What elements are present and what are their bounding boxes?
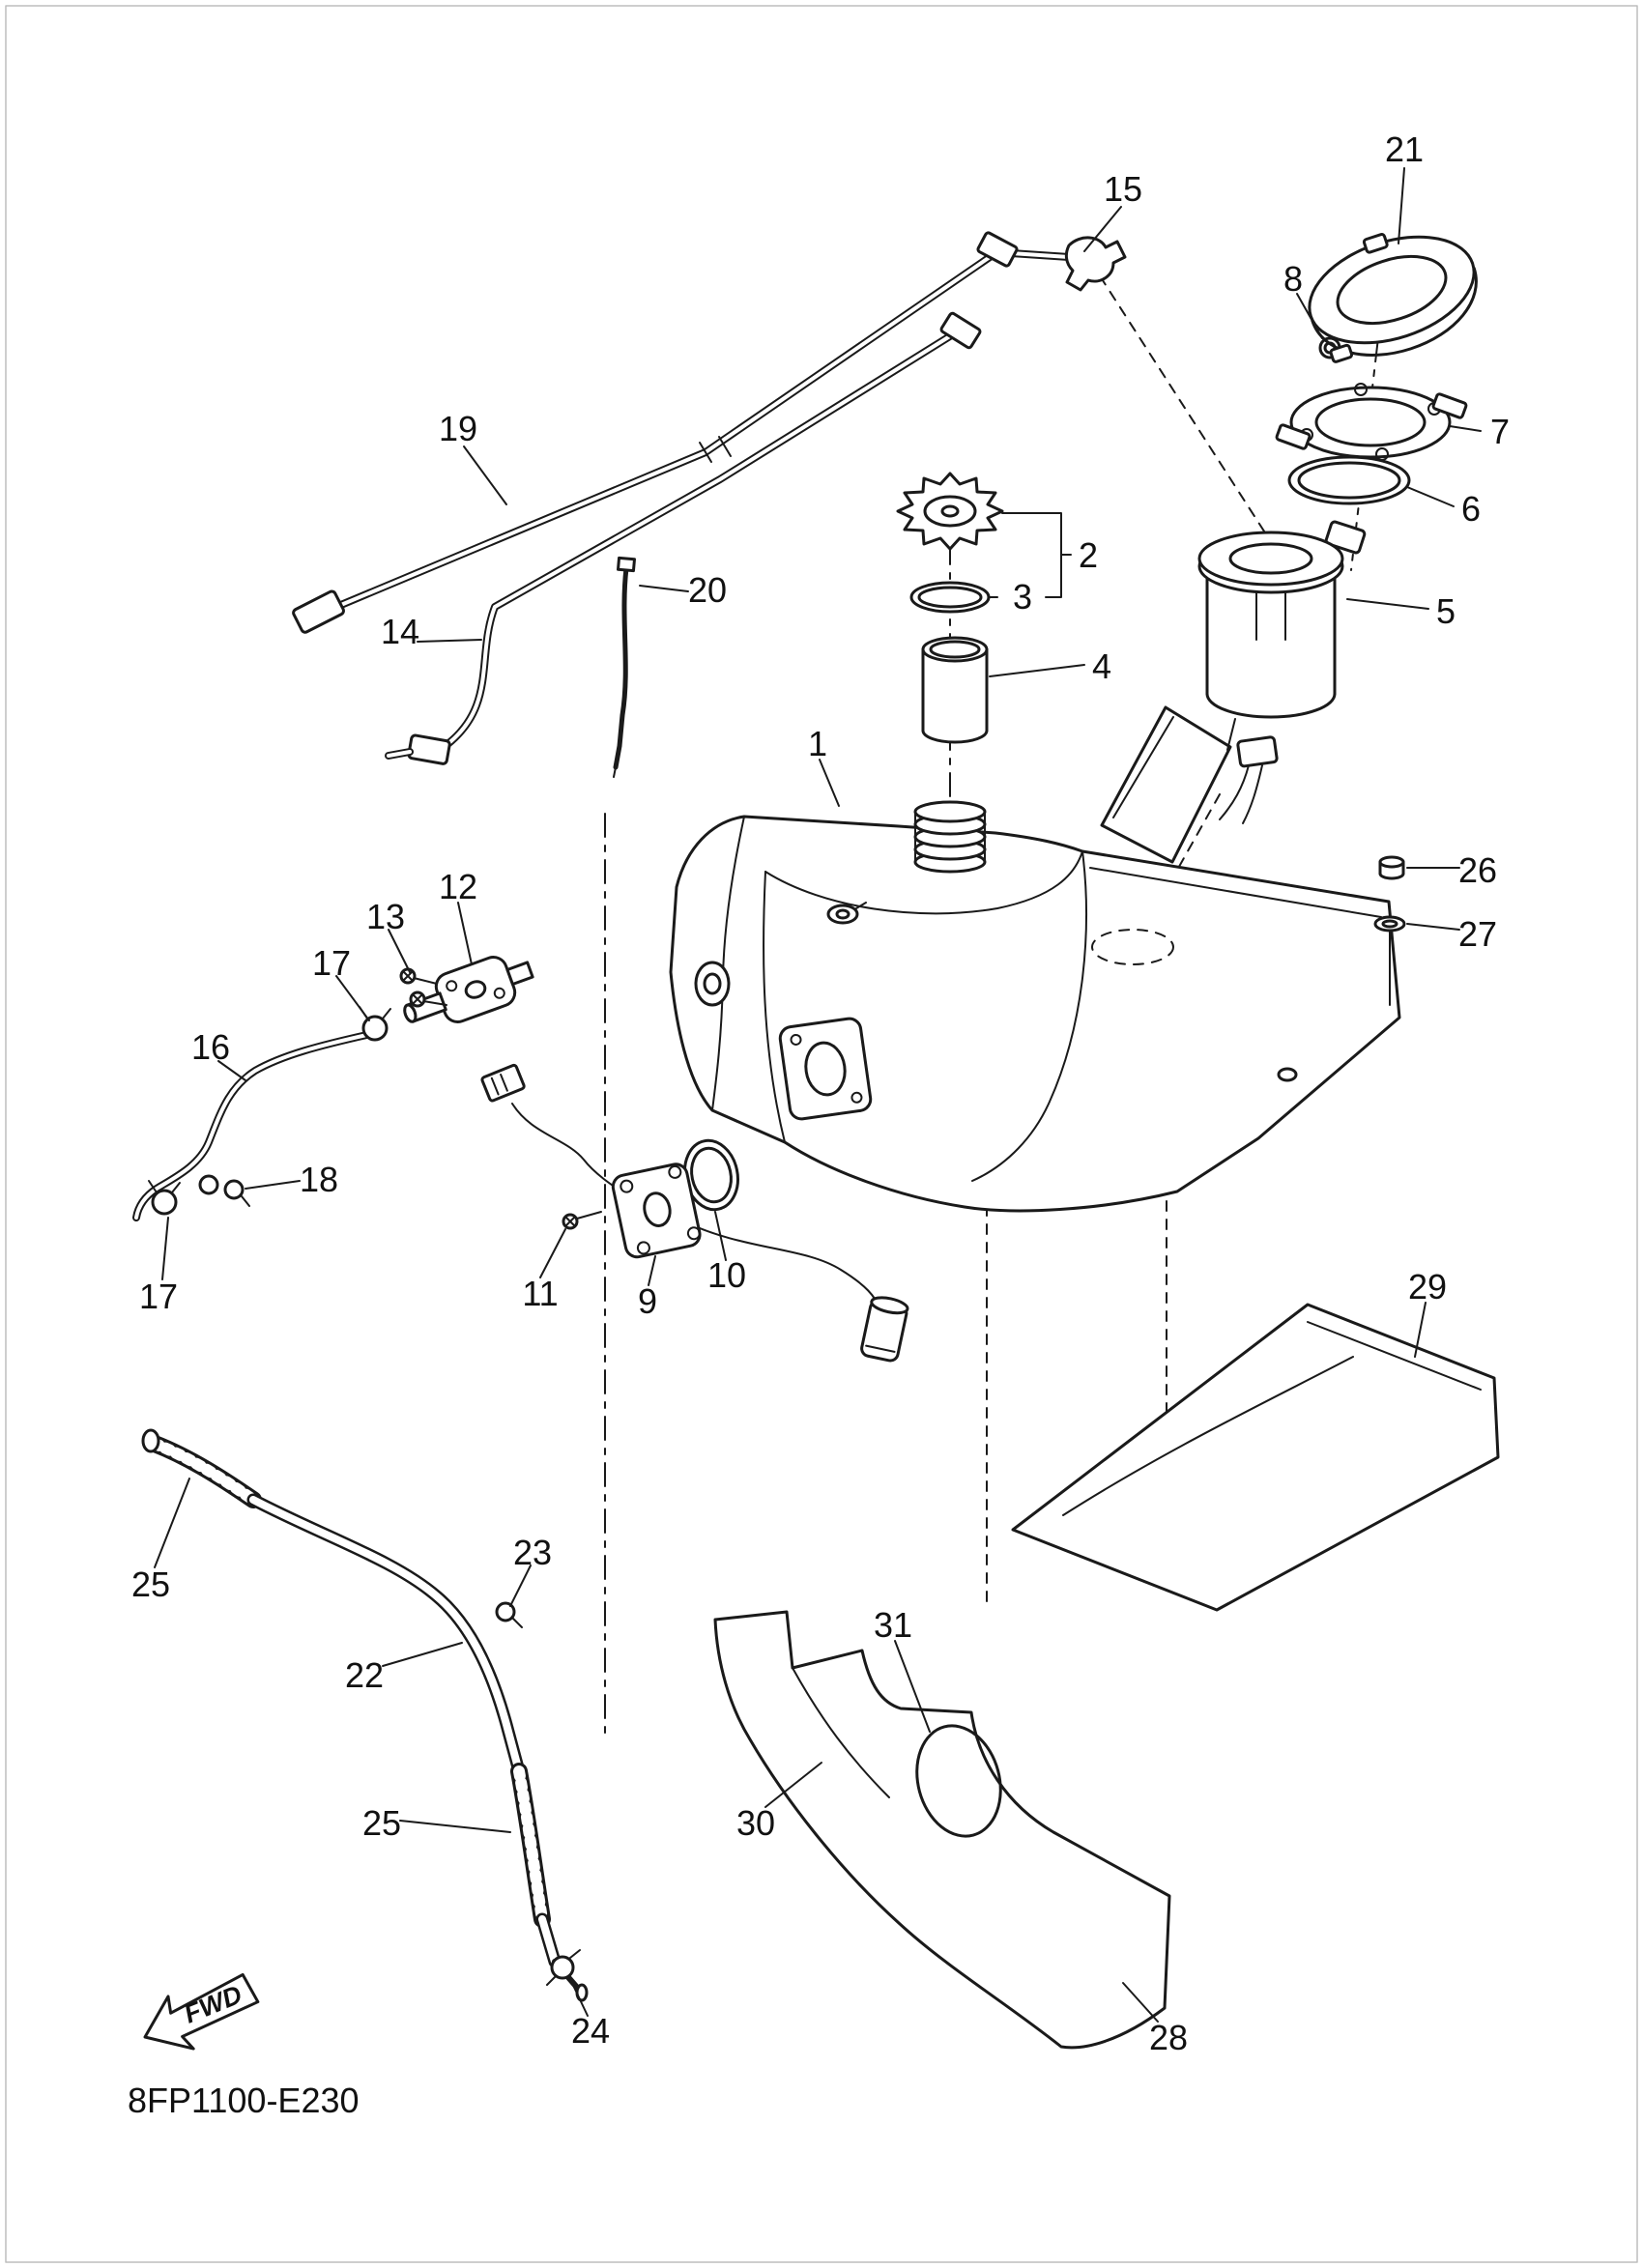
callout-7: 7 — [1490, 412, 1510, 451]
sender-gasket — [683, 1138, 739, 1212]
callout-18: 18 — [300, 1160, 338, 1199]
sender-screw — [562, 1211, 602, 1230]
callout-6: 6 — [1461, 489, 1481, 529]
callout-1: 1 — [808, 724, 827, 763]
filler-collar — [921, 636, 989, 744]
fuel-hose-upper — [292, 231, 1073, 634]
fuel-pump-assembly — [1100, 520, 1367, 864]
callout-25-upper: 25 — [131, 1565, 170, 1604]
part-code: 8FP1100-E230 — [128, 2081, 360, 2120]
callout-10: 10 — [707, 1255, 746, 1295]
callout-23: 23 — [513, 1533, 552, 1572]
drain-hose — [141, 1428, 589, 2002]
fuel-hose-lower — [385, 311, 982, 765]
callout-labels: 21 15 8 19 7 6 2 3 20 14 5 4 1 26 27 12 … — [131, 129, 1510, 2057]
pump-gasket — [1287, 455, 1411, 505]
callout-17-upper: 17 — [312, 943, 351, 983]
callout-15: 15 — [1104, 169, 1142, 209]
fuel-tank — [669, 800, 1401, 1213]
retainer-ring — [1308, 233, 1478, 363]
hose-holder-clip — [198, 1174, 250, 1207]
float-unit — [860, 1296, 909, 1363]
hose-clamp-end — [546, 1949, 581, 1986]
sender-wiring — [480, 1063, 909, 1363]
pump-opening-dashed — [1091, 929, 1174, 965]
callout-22: 22 — [345, 1655, 384, 1695]
cable-tie — [613, 556, 636, 778]
page-border — [5, 5, 1638, 2263]
protector-cutout — [915, 1724, 1002, 1838]
hose-clamp-lower — [148, 1180, 181, 1216]
callout-19: 19 — [439, 409, 477, 448]
cap-retainer-boss — [826, 904, 859, 925]
callout-3: 3 — [1013, 577, 1032, 617]
grommet — [1378, 855, 1405, 880]
callout-9: 9 — [638, 1281, 657, 1321]
callout-14: 14 — [381, 612, 419, 651]
protector-panel — [713, 1610, 1171, 2050]
callout-11: 11 — [522, 1274, 558, 1313]
hose-clip-small — [495, 1601, 523, 1628]
callout-13: 13 — [366, 897, 405, 936]
breather-hose — [132, 1030, 375, 1221]
callout-17-lower: 17 — [139, 1277, 178, 1316]
leader-lines — [154, 167, 1482, 2023]
fuel-cock — [403, 956, 534, 1023]
callout-27: 27 — [1458, 914, 1497, 954]
callout-26: 26 — [1458, 850, 1497, 890]
filler-neck — [913, 800, 987, 874]
fuel-cap — [896, 472, 1004, 551]
callout-21: 21 — [1385, 129, 1424, 169]
tank-mount-plate — [778, 1017, 873, 1121]
washer — [1373, 915, 1406, 1006]
callout-29: 29 — [1408, 1267, 1447, 1306]
pump-strainer — [1100, 705, 1232, 864]
heat-shield — [1011, 1303, 1500, 1612]
sender-flange — [611, 1163, 702, 1259]
pump-retainer-plate — [1275, 383, 1468, 461]
tank-side-boss — [694, 961, 731, 1007]
callout-16: 16 — [191, 1027, 230, 1067]
callout-24: 24 — [571, 2011, 610, 2051]
callout-12: 12 — [439, 867, 477, 906]
callout-4: 4 — [1092, 646, 1111, 686]
callout-8: 8 — [1283, 259, 1303, 299]
callout-25-lower: 25 — [362, 1803, 401, 1843]
callout-31: 31 — [874, 1605, 912, 1645]
callout-5: 5 — [1436, 591, 1456, 631]
callout-20: 20 — [688, 570, 727, 610]
callout-2: 2 — [1079, 535, 1098, 575]
diagram-artwork: FWD 8FP1100-E230 21 15 8 19 7 6 2 3 20 1… — [128, 129, 1510, 2120]
callout-30: 30 — [736, 1803, 775, 1843]
callout-28: 28 — [1149, 2018, 1188, 2057]
cap-gasket — [909, 581, 991, 614]
